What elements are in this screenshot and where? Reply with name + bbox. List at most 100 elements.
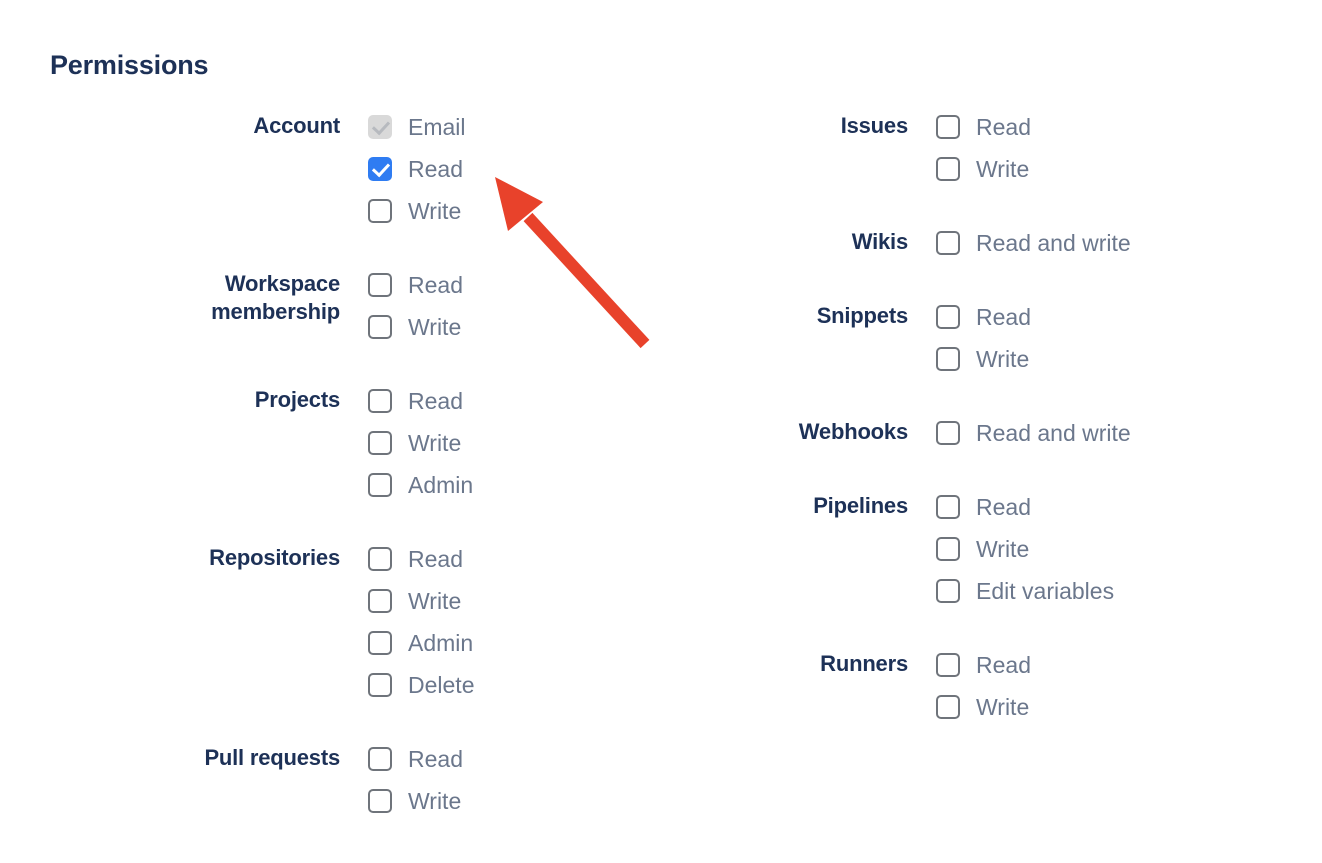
option-label-webhooks-read-and-write: Read and write [976,420,1131,446]
option-pull-requests-read[interactable]: Read [368,747,463,771]
group-label-projects: Projects [254,387,340,412]
checkbox-account-write[interactable] [368,199,392,223]
option-label-pipelines-read: Read [976,494,1031,520]
group-label-pull-requests: Pull requests [204,745,340,770]
group-label-pipelines: Pipelines [813,493,908,518]
option-label-issues-read: Read [976,114,1031,140]
checkbox-projects-read[interactable] [368,389,392,413]
permission-group-pipelines: Pipelines Read Write Edit variables [708,493,1131,621]
group-label-workspace-membership: Workspace membership [211,271,340,324]
option-account-write[interactable]: Write [368,199,466,223]
permission-group-workspace-membership: Workspace membership Read Write [140,271,474,357]
option-label-wikis-read-and-write: Read and write [976,230,1131,256]
option-snippets-write[interactable]: Write [936,347,1031,371]
option-label-repositories-read: Read [408,546,463,572]
permissions-column-right: Issues Read Write Wikis Read and write [708,113,1131,769]
option-wikis-read-and-write[interactable]: Read and write [936,231,1131,255]
group-label-repositories: Repositories [209,545,340,570]
option-repositories-admin[interactable]: Admin [368,631,474,655]
option-issues-write[interactable]: Write [936,157,1031,181]
group-label-snippets: Snippets [816,303,909,328]
group-label-issues: Issues [840,113,908,138]
option-label-repositories-admin: Admin [408,630,474,656]
checkbox-issues-write[interactable] [936,157,960,181]
checkbox-projects-write[interactable] [368,431,392,455]
checkbox-webhooks-read-and-write[interactable] [936,421,960,445]
checkbox-repositories-delete[interactable] [368,673,392,697]
option-label-pull-requests-write: Write [408,788,462,814]
permission-group-runners: Runners Read Write [708,651,1131,737]
option-runners-write[interactable]: Write [936,695,1031,719]
option-label-repositories-write: Write [408,588,462,614]
option-label-account-email: Email [408,114,466,140]
checkbox-repositories-admin[interactable] [368,631,392,655]
checkbox-pull-requests-read[interactable] [368,747,392,771]
permission-group-issues: Issues Read Write [708,113,1131,199]
option-runners-read[interactable]: Read [936,653,1031,677]
option-repositories-write[interactable]: Write [368,589,474,613]
option-label-workspace-read: Read [408,272,463,298]
option-account-email: Email [368,115,466,139]
option-label-projects-admin: Admin [408,472,474,498]
option-webhooks-read-and-write[interactable]: Read and write [936,421,1131,445]
checkbox-pipelines-edit-variables[interactable] [936,579,960,603]
group-label-wikis: Wikis [851,229,908,254]
option-label-repositories-delete: Delete [408,672,475,698]
option-label-projects-read: Read [408,388,463,414]
option-label-pipelines-write: Write [976,536,1030,562]
checkbox-issues-read[interactable] [936,115,960,139]
page-title: Permissions [50,50,209,80]
option-workspace-read[interactable]: Read [368,273,463,297]
group-label-runners: Runners [820,651,908,676]
option-repositories-delete[interactable]: Delete [368,673,474,697]
option-snippets-read[interactable]: Read [936,305,1031,329]
checkbox-account-read[interactable] [368,157,392,181]
option-repositories-read[interactable]: Read [368,547,474,571]
permission-group-repositories: Repositories Read Write Admin Delete [140,545,474,715]
option-pull-requests-write[interactable]: Write [368,789,463,813]
option-projects-read[interactable]: Read [368,389,473,413]
option-label-snippets-read: Read [976,304,1031,330]
checkbox-repositories-read[interactable] [368,547,392,571]
checkbox-pull-requests-write[interactable] [368,789,392,813]
checkbox-pipelines-write[interactable] [936,537,960,561]
group-label-account: Account [253,113,340,138]
option-label-workspace-write: Write [408,314,462,340]
permission-group-wikis: Wikis Read and write [708,229,1131,273]
permission-group-projects: Projects Read Write Admin [140,387,474,515]
option-workspace-write[interactable]: Write [368,315,463,339]
permission-group-account: Account Email Read Write [140,113,474,241]
checkbox-projects-admin[interactable] [368,473,392,497]
option-label-runners-write: Write [976,694,1030,720]
option-pipelines-read[interactable]: Read [936,495,1114,519]
option-pipelines-edit-variables[interactable]: Edit variables [936,579,1114,603]
option-label-account-write: Write [408,198,462,224]
permission-group-snippets: Snippets Read Write [708,303,1131,389]
checkbox-pipelines-read[interactable] [936,495,960,519]
option-projects-admin[interactable]: Admin [368,473,473,497]
option-label-issues-write: Write [976,156,1030,182]
option-label-snippets-write: Write [976,346,1030,372]
permission-group-webhooks: Webhooks Read and write [708,419,1131,463]
option-issues-read[interactable]: Read [936,115,1031,139]
option-label-runners-read: Read [976,652,1031,678]
checkbox-snippets-write[interactable] [936,347,960,371]
option-label-pipelines-edit-variables: Edit variables [976,578,1115,604]
option-projects-write[interactable]: Write [368,431,473,455]
option-pipelines-write[interactable]: Write [936,537,1114,561]
option-label-projects-write: Write [408,430,462,456]
permissions-column-left: Account Email Read Write Workspace membe… [140,113,474,863]
group-label-webhooks: Webhooks [798,419,908,444]
checkbox-wikis-read-and-write[interactable] [936,231,960,255]
checkbox-runners-write[interactable] [936,695,960,719]
checkbox-workspace-write[interactable] [368,315,392,339]
arrow-shaft [523,212,650,349]
option-account-read[interactable]: Read [368,157,466,181]
checkbox-account-email [368,115,392,139]
checkbox-snippets-read[interactable] [936,305,960,329]
checkbox-workspace-read[interactable] [368,273,392,297]
option-label-pull-requests-read: Read [408,746,463,772]
permission-group-pull-requests: Pull requests Read Write [140,745,474,831]
checkbox-repositories-write[interactable] [368,589,392,613]
checkbox-runners-read[interactable] [936,653,960,677]
